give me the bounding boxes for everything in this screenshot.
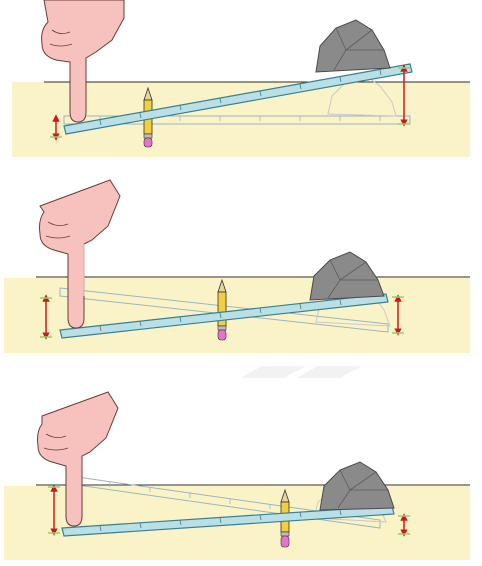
panel-3 bbox=[4, 392, 470, 560]
rock bbox=[316, 20, 390, 72]
rock bbox=[310, 252, 384, 300]
rock bbox=[320, 462, 394, 510]
background-stripes bbox=[240, 366, 362, 378]
pencil-fulcrum bbox=[218, 280, 226, 340]
panel-1 bbox=[12, 0, 470, 157]
panel-2 bbox=[4, 180, 470, 353]
